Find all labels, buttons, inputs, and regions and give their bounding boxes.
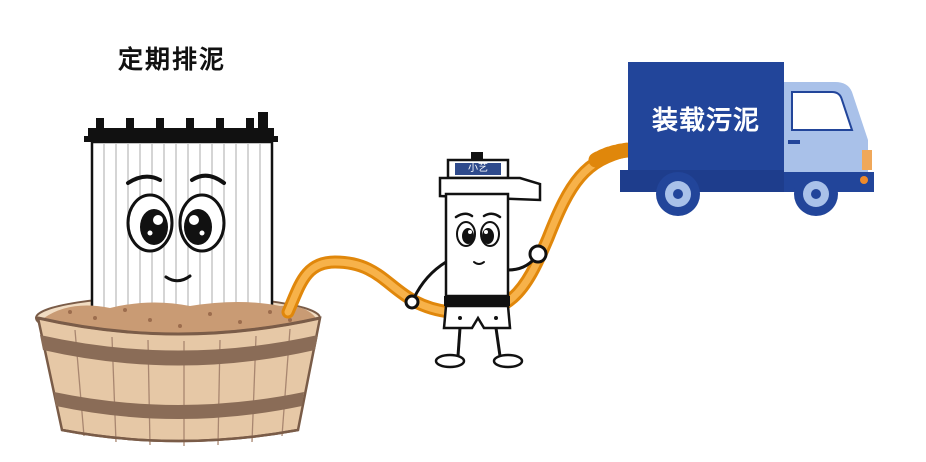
truck-cargo-label: 装载污泥	[651, 106, 760, 136]
wooden-tub-front	[36, 302, 322, 446]
robot-cap-label: 小艺	[468, 163, 488, 174]
page-title: 定期排泥	[118, 45, 227, 74]
filter-tank-character	[84, 112, 278, 316]
delivery-truck	[620, 62, 874, 216]
robot-mascot	[404, 152, 548, 369]
